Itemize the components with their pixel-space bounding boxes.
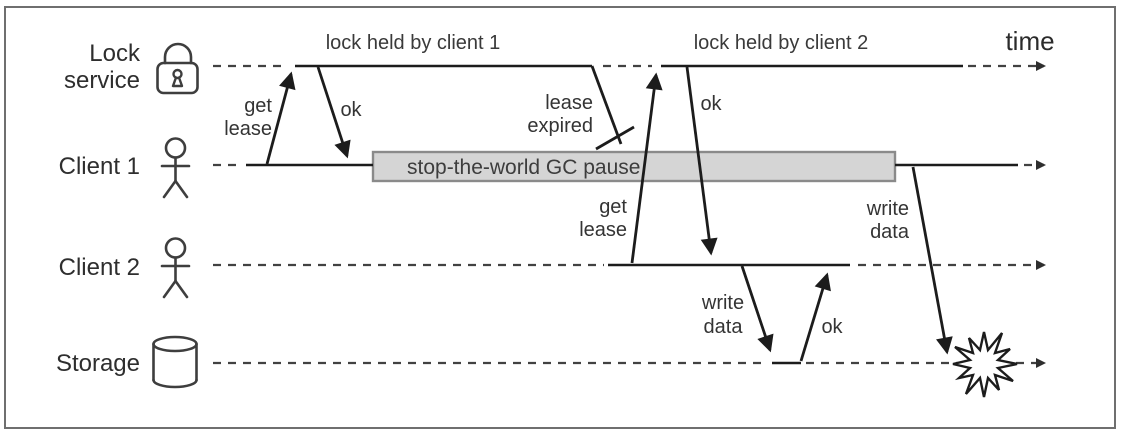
- database-top: [152, 335, 198, 353]
- client2-label: Client 2: [59, 254, 140, 281]
- client1-label: Client 1: [59, 153, 140, 180]
- get-lease2-line1: get: [599, 196, 627, 218]
- person-icon-client1: [160, 137, 191, 199]
- gc-pause-label: stop-the-world GC pause: [407, 156, 640, 179]
- person2-leg-left: [162, 279, 177, 299]
- annotation-write-data-client2: write data: [701, 292, 744, 338]
- padlock-keyhole: [172, 68, 183, 80]
- person2-head: [164, 237, 187, 259]
- get-lease1-line2: lease: [224, 118, 272, 140]
- write-data-arrow-client2: [740, 265, 774, 353]
- padlock-shackle: [163, 42, 193, 65]
- storage-label: Storage: [56, 350, 140, 377]
- write-data-c2-line2: data: [704, 316, 744, 338]
- person1-leg-left: [162, 179, 177, 199]
- lock-held-by-client2-label: lock held by client 2: [694, 32, 869, 54]
- person2-leg-right: [174, 279, 189, 299]
- lease-expired-line1: lease: [545, 92, 593, 114]
- annotation-get-lease-client2: get lease: [579, 196, 627, 241]
- get-lease-arrow-client2: [630, 72, 663, 264]
- lock-held-by-client1-label: lock held by client 1: [326, 32, 501, 54]
- time-label: time: [1005, 26, 1054, 56]
- explosion-icon: [952, 331, 1018, 398]
- padlock-keyhole-tail: [171, 76, 184, 88]
- figure-frame: [4, 6, 1116, 429]
- database-bottom: [152, 378, 198, 389]
- lease-expired-cross: [595, 125, 635, 151]
- lock-service-label-line1: Lock: [89, 40, 141, 67]
- write-data-c2-line1: write: [701, 292, 744, 314]
- annotation-lease-expired: lease expired: [527, 92, 593, 137]
- lease-expired-line: [590, 65, 623, 145]
- ok3-label: ok: [821, 316, 843, 338]
- ok-arrow-from-storage: [799, 272, 831, 362]
- get-lease-arrow-client1: [265, 71, 296, 165]
- ok-arrow-to-client1: [316, 66, 351, 159]
- person1-head: [164, 137, 187, 159]
- person-icon-client2: [160, 237, 191, 299]
- lock-service-label-line2: service: [64, 67, 140, 94]
- padlock-body: [156, 61, 199, 95]
- annotation-write-data-client1: write data: [866, 198, 910, 243]
- ok1-label: ok: [340, 99, 362, 121]
- database-icon: [152, 335, 198, 389]
- get-lease2-line2: lease: [579, 219, 627, 241]
- gc-pause-box: [371, 150, 897, 183]
- ok-arrow-to-client2: [685, 66, 718, 256]
- row-label-lock-service: Lock service: [64, 40, 141, 94]
- padlock-icon: [156, 42, 199, 95]
- write-data-c1-line2: data: [870, 221, 910, 243]
- person1-leg-right: [174, 179, 189, 199]
- ok2-label: ok: [700, 93, 722, 115]
- write-data-arrow-client1: [911, 166, 953, 355]
- annotation-get-lease-client1: get lease: [224, 95, 272, 140]
- write-data-c1-line1: write: [866, 198, 909, 220]
- lease-expired-line2: expired: [527, 115, 593, 137]
- get-lease1-line1: get: [244, 95, 272, 117]
